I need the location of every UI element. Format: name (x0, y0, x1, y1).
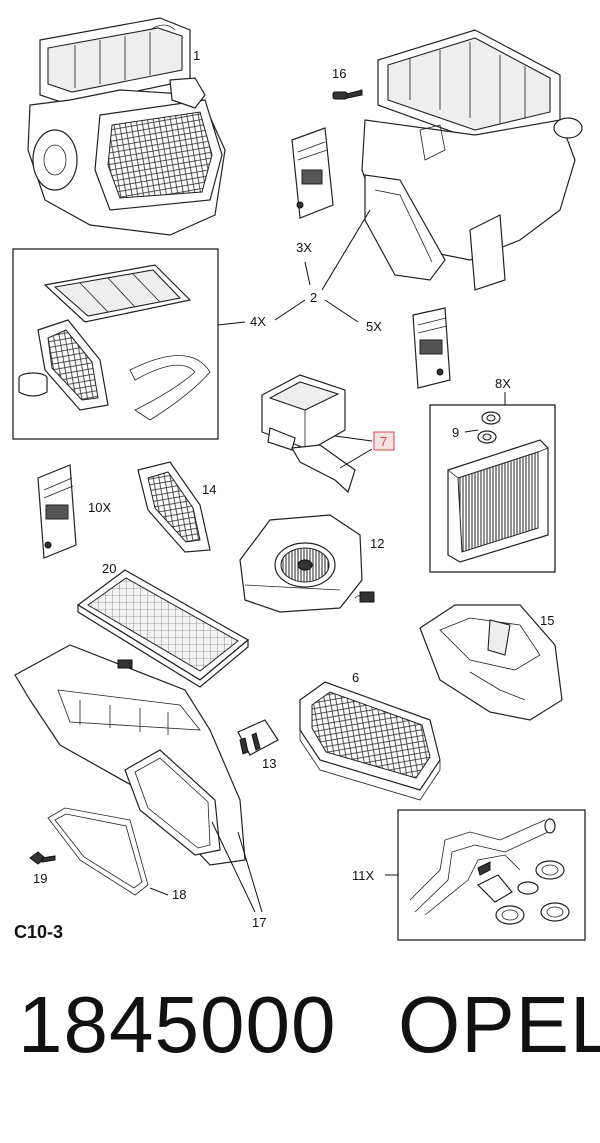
parts-diagram: 1 16 3X 2 (12, 17, 586, 942)
callout-20: 20 (102, 561, 116, 576)
callout-13: 13 (262, 756, 276, 771)
callout-10x: 10X (88, 500, 111, 515)
reference-code: C10-3 (14, 922, 63, 942)
callout-11x: 11X (352, 868, 374, 883)
blower-control-module-7: 7 (261, 374, 395, 494)
heater-housing-assembly: 1 (27, 17, 226, 236)
callout-15: 15 (540, 613, 554, 628)
callout-5x: 5X (366, 319, 382, 334)
brand-name: OPEL (398, 980, 600, 1069)
part-number: 1845000 (18, 980, 337, 1069)
heater-housing-2 (361, 29, 583, 291)
callout-4x: 4X (250, 314, 266, 329)
seal-pack-3x: 3X (291, 127, 334, 255)
callout-12: 12 (370, 536, 384, 551)
callout-8x: 8X (495, 376, 511, 391)
lower-housing-17: 17 (14, 644, 266, 930)
cabin-filter-20: 20 (76, 561, 250, 688)
callout-6: 6 (352, 670, 359, 685)
screw-19: 19 (29, 851, 56, 886)
gasket-18: 18 (47, 807, 186, 902)
callout-2-leaders: 2 (274, 209, 371, 323)
callout-16: 16 (332, 66, 346, 81)
callout-2: 2 (310, 290, 317, 305)
seal-pack-5x: 5X (366, 307, 451, 389)
pipe-kit-box-11x: 11X (352, 809, 586, 941)
callout-14: 14 (202, 482, 216, 497)
footer: 1845000 OPEL (0, 985, 600, 1105)
resistor-13: 13 (237, 719, 279, 771)
callout-1: 1 (193, 48, 200, 63)
blower-motor-12: 12 (239, 514, 384, 613)
callout-17: 17 (252, 915, 266, 930)
kit-box-4x: 4X (12, 248, 266, 440)
air-flap-14: 14 (137, 461, 216, 553)
air-flap-frame-6: 6 (299, 670, 441, 801)
air-duct-15: 15 (419, 604, 563, 721)
callout-7: 7 (380, 434, 387, 449)
callout-19: 19 (33, 871, 47, 886)
callout-3x: 3X (296, 240, 312, 255)
heater-core-box-8x: 8X 9 (429, 376, 556, 573)
callout-9: 9 (452, 425, 459, 440)
callout-18: 18 (172, 887, 186, 902)
screw-16: 16 (332, 66, 363, 100)
seal-pack-10x: 10X (37, 464, 111, 559)
